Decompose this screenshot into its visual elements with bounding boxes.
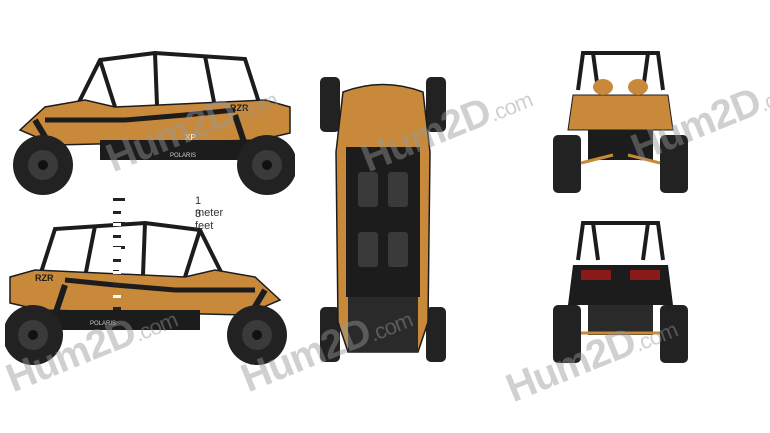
side-view-left: POLARIS RZR XP <box>13 50 295 195</box>
feet-label: 3 feet <box>195 208 214 232</box>
xp-mark: XP <box>185 133 196 142</box>
rzr-badge: RZR <box>230 103 249 113</box>
front-wheel <box>13 135 73 195</box>
polaris-label: POLARIS <box>170 153 196 159</box>
feet-bar <box>113 211 121 310</box>
polaris-label-2: POLARIS <box>90 321 116 327</box>
side-view-right: POLARIS RZR <box>5 220 287 365</box>
front-view <box>553 51 688 193</box>
meter-bar <box>113 198 125 273</box>
top-view <box>320 77 446 362</box>
rear-wheel <box>237 135 295 195</box>
rear-view <box>553 221 688 363</box>
rzr-badge-2: RZR <box>35 273 54 283</box>
meter-label: 1 meter <box>195 195 224 219</box>
